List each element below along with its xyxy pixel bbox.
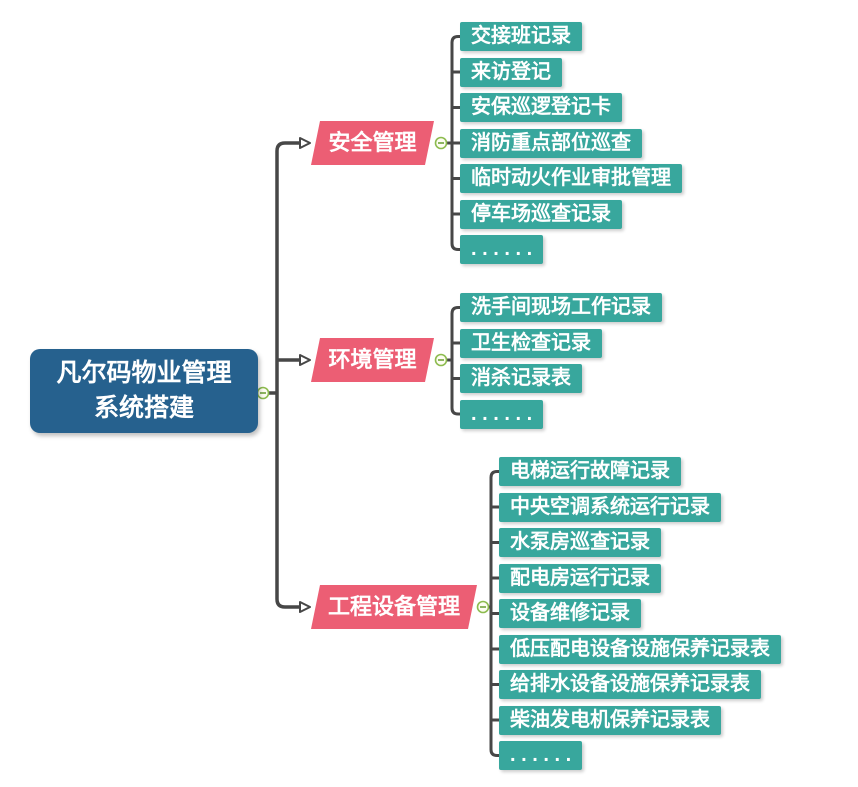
arrowhead-icon: [299, 137, 311, 613]
root-node[interactable]: 凡尔码物业管理 系统搭建: [30, 349, 258, 433]
leaf-node[interactable]: 低压配电设备设施保养记录表: [499, 634, 781, 664]
root-trunk-line: [268, 141, 300, 609]
leaf-node-ellipsis[interactable]: . . . . . .: [460, 399, 544, 429]
branch3-leaf-trunk: [488, 470, 499, 757]
leaf-node[interactable]: 给排水设备设施保养记录表: [499, 670, 761, 699]
leaf-node[interactable]: 水泵房巡查记录: [499, 528, 661, 557]
branch-safety-management[interactable]: 安全管理: [311, 121, 434, 165]
leaf-node[interactable]: 设备维修记录: [499, 599, 641, 628]
branch-equipment-management[interactable]: 工程设备管理: [311, 585, 477, 629]
collapse-icon-branch2[interactable]: [434, 353, 448, 367]
leaf-node[interactable]: 消防重点部位巡查: [460, 128, 642, 158]
leaf-node-ellipsis[interactable]: . . . . . .: [460, 235, 544, 264]
leaf-node-ellipsis[interactable]: . . . . . .: [499, 741, 583, 770]
root-node-label-line1: 凡尔码物业管理: [56, 359, 232, 387]
leaf-node[interactable]: 消杀记录表: [460, 364, 582, 393]
leaf-node[interactable]: 来访登记: [460, 57, 562, 87]
leaf-node[interactable]: 电梯运行故障记录: [499, 457, 681, 486]
root-node-label-line2: 系统搭建: [93, 394, 194, 422]
leaf-node[interactable]: 交接班记录: [460, 22, 582, 51]
leaf-node[interactable]: 中央空调系统运行记录: [499, 492, 721, 522]
leaf-node[interactable]: 洗手间现场工作记录: [460, 293, 662, 322]
collapse-icon-branch3[interactable]: [476, 600, 490, 614]
leaf-node[interactable]: 配电房运行记录: [499, 563, 661, 593]
branch-environment-management[interactable]: 环境管理: [311, 338, 434, 382]
branch1-leaf-trunk: [447, 35, 460, 251]
collapse-icon-root[interactable]: [256, 386, 270, 400]
leaf-node[interactable]: 卫生检查记录: [460, 328, 602, 358]
leaf-node[interactable]: 安保巡逻登记卡: [460, 93, 622, 122]
collapse-icon-branch1[interactable]: [434, 136, 448, 150]
leaf-node[interactable]: 柴油发电机保养记录表: [499, 705, 721, 735]
branch2-leaf-trunk: [447, 306, 460, 416]
leaf-node[interactable]: 停车场巡查记录: [460, 199, 622, 229]
leaf-node[interactable]: 临时动火作业审批管理: [460, 164, 682, 193]
